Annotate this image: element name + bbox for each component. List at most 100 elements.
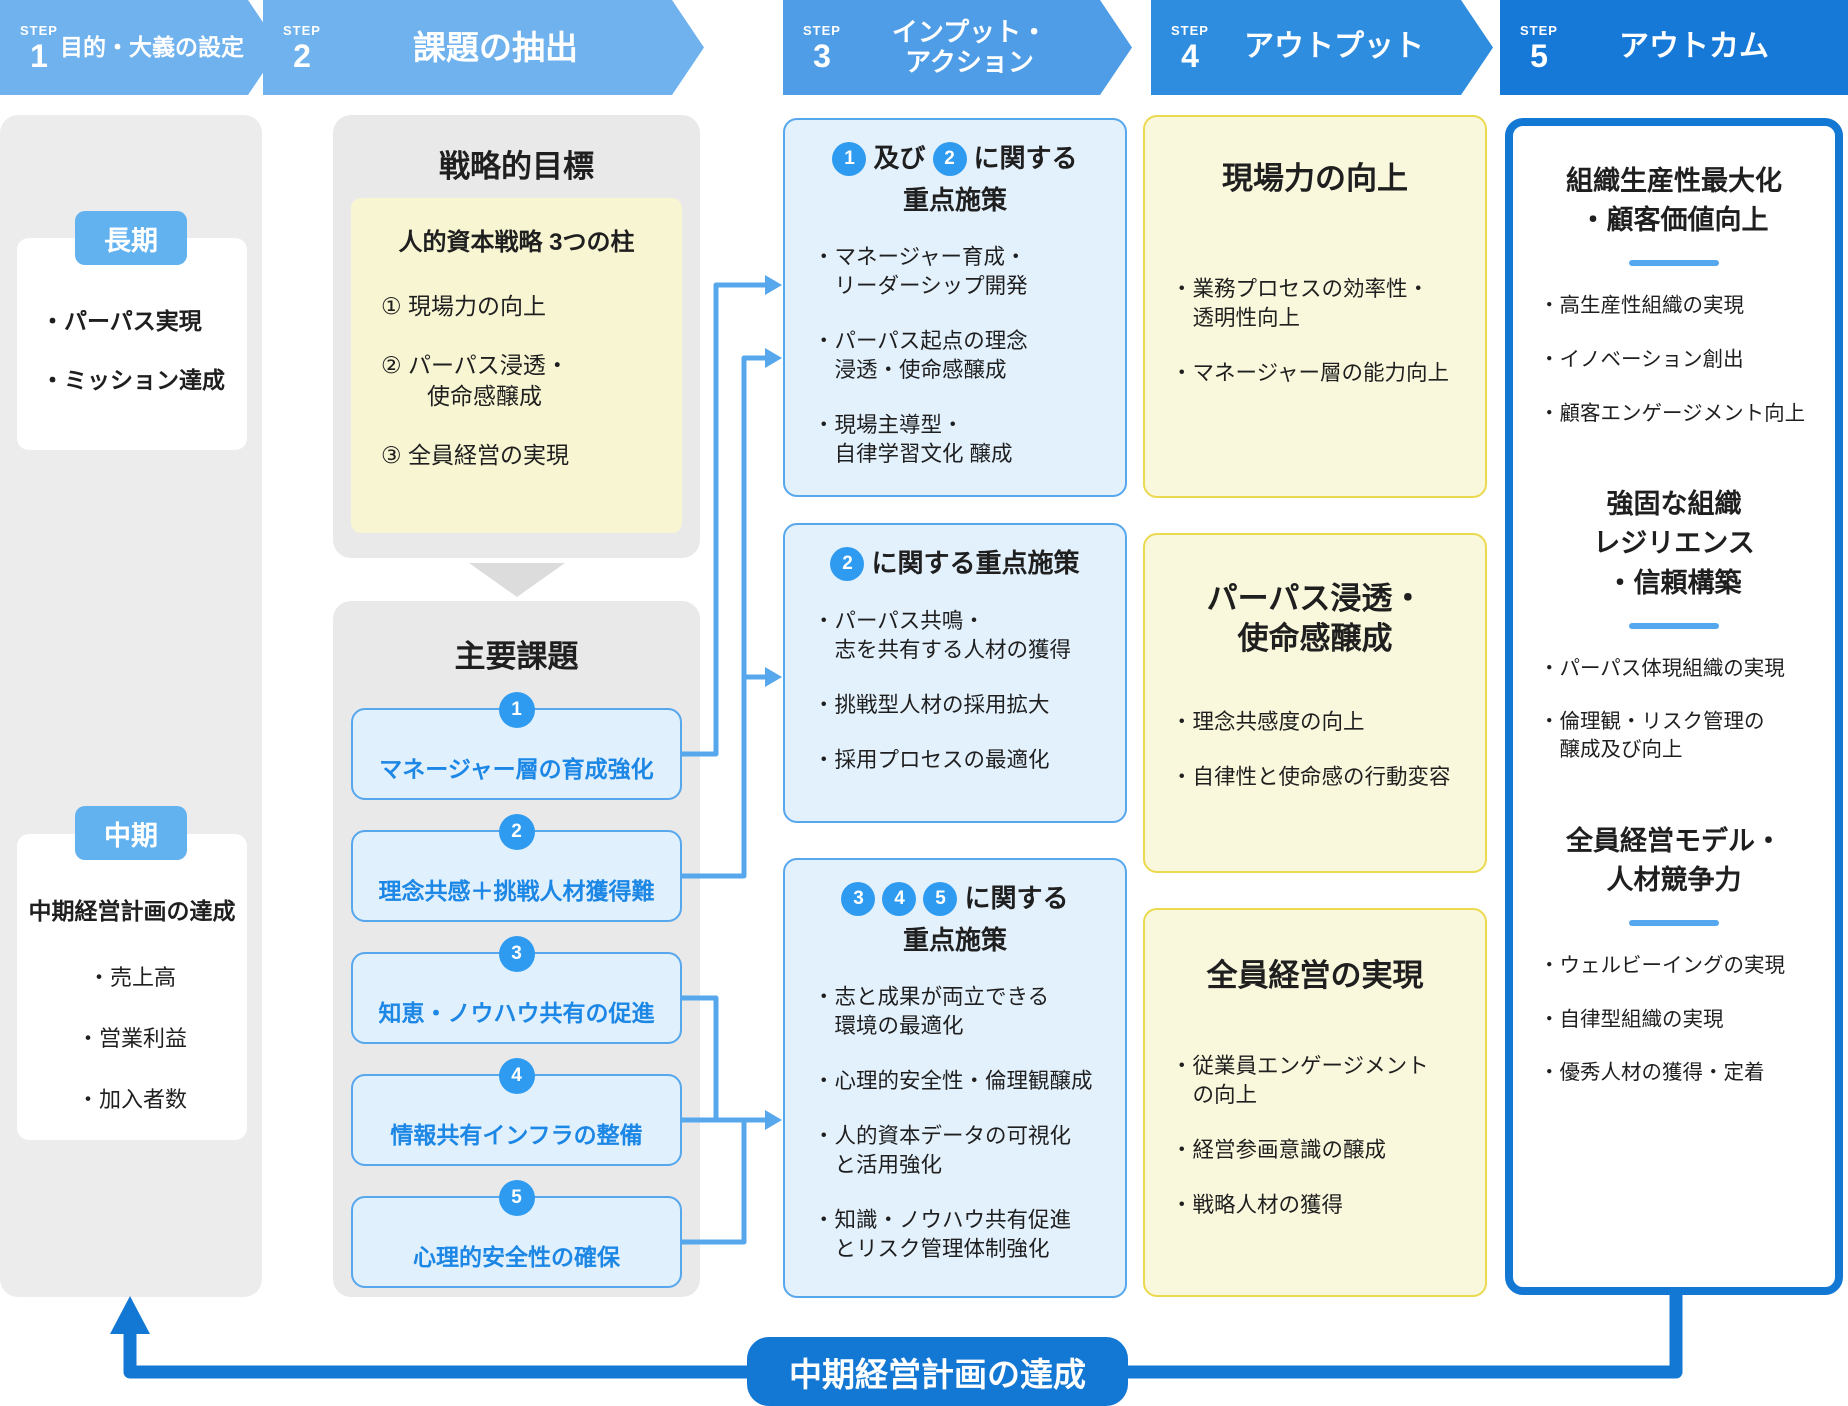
action-bullet: ・人的資本データの可視化 と活用強化 [813,1124,1072,1178]
action-box-3-4-5: 3 4 5 に関する 重点施策 ・志と成果が両立できる 環境の最適化 ・心理的安… [783,858,1127,1298]
action-bullet: ・パーパス起点の理念 浸透・使命感醸成 [813,329,1028,383]
step1-title: 目的・大義の設定 [59,34,244,61]
step1-number-block: STEP 1 [20,24,58,72]
mid-term-bullet: ・売上高 [87,965,176,990]
step5-arrow: STEP 5 アウトカム [1500,0,1848,95]
arrowhead-icon [765,275,782,295]
issue-5-box: 5 心理的安全性の確保 [351,1180,682,1288]
output-box-1-bullets: ・業務プロセスの効率性・ 透明性向上 ・マネージャー層の能力向上 [1165,275,1465,388]
issue-2-box: 2 理念共感＋挑戦人材獲得難 [351,814,682,922]
pillar-item: ① 現場力の向上 [381,293,547,319]
output-box-1: 現場力の向上 ・業務プロセスの効率性・ 透明性向上 ・マネージャー層の能力向上 [1143,115,1487,498]
issue-3-number-badge: 3 [498,936,535,972]
step-number: 4 [1181,37,1199,74]
arrowhead-icon [765,667,782,687]
underline-bar [1629,622,1719,629]
pillars-card: 人的資本戦略 3つの柱 ① 現場力の向上 ② パーパス浸透・ 使命感醸成 ③ 全… [351,198,682,533]
outcome-bullet: ・パーパス体現組織の実現 [1539,656,1785,680]
step-label: STEP [283,22,321,38]
pillar-item: ③ 全員経営の実現 [381,442,570,469]
action-box-2-title: 2 に関する重点施策 [803,547,1107,581]
action-box-1-2: 1 及び 2 に関する 重点施策 ・マネージャー育成・ リーダーシップ開発 ・パ… [783,118,1127,497]
action-bullet: ・パーパス共鳴・ 志を共有する人材の獲得 [813,609,1072,663]
title-text: に関する [973,143,1078,174]
step-number: 3 [813,37,831,74]
action-box-1-2-title: 1 及び 2 に関する [803,142,1107,176]
action-bullet: ・挑戦型人材の採用拡大 [813,693,1050,718]
outcome-bullet: ・優秀人材の獲得・定着 [1539,1061,1765,1085]
issue-3-box: 3 知恵・ノウハウ共有の促進 [351,936,682,1044]
step-number: 5 [1530,37,1548,74]
output-bullet: ・自律性と使命感の行動変容 [1171,764,1451,789]
step-number: 1 [30,37,48,74]
pillar-item: ② パーパス浸透・ 使命感醸成 [381,352,569,410]
strategic-goal-header: 戦略的目標 [439,149,594,184]
long-term-bullet: ・パーパス実現 [41,308,202,334]
mid-term-bullet: ・加入者数 [76,1087,187,1112]
outcome-section-title: 組織生産性最大化 ・顧客価値向上 [1566,166,1782,236]
step4-arrow: STEP 4 アウトプット [1151,0,1493,95]
step3-number-block: STEP 3 [803,24,841,72]
output-box-2-title: パーパス浸透・ 使命感醸成 [1206,581,1424,657]
outcome-section-competitiveness: 全員経営モデル・ 人材競争力 ・ウェルビーイングの実現 ・自律型組織の実現 ・優… [1535,822,1813,1087]
step3-arrow: STEP 3 インプット・ アクション [783,0,1132,95]
step2-title: 課題の抽出 [412,28,578,66]
action-bullet: ・現場主導型・ 自律学習文化 醸成 [813,413,1013,467]
action-box-3-4-5-title: 3 4 5 に関する [803,882,1107,916]
step3-title: インプット・ アクション [891,16,1048,77]
step2-number-block: STEP 2 [283,24,321,72]
mid-term-bullet: ・営業利益 [76,1026,187,1051]
issue-1-label: マネージャー層の育成強化 [379,756,654,782]
output-bullet: ・マネージャー層の能力向上 [1171,361,1449,386]
step-number: 2 [293,37,311,74]
underline-bar [1629,260,1719,267]
arrowhead-icon [765,348,782,368]
long-term-badge: 長期 [75,211,187,265]
outcome-section-title: 強固な組織 レジリエンス ・信頼構築 [1593,489,1755,598]
step5-number-block: STEP 5 [1520,24,1558,72]
feedback-badge: 中期経営計画の達成 [747,1337,1128,1406]
issue-4-box: 4 情報共有インフラの整備 [351,1058,682,1166]
number-1-chip: 1 [832,142,867,176]
issue-2-label: 理念共感＋挑戦人材獲得難 [378,878,655,904]
outcome-bullet: ・高生産性組織の実現 [1539,294,1744,318]
action-box-3-4-5-title-line2: 重点施策 [902,925,1007,955]
mid-term-title: 中期経営計画の達成 [28,898,236,924]
issue-4-number-badge: 4 [498,1058,535,1094]
pillars-title: 人的資本戦略 3つの柱 [398,229,635,256]
step5-title: アウトカム [1618,30,1769,64]
number-3-chip: 3 [841,882,876,916]
number-2-chip: 2 [830,547,865,581]
output-box-3-title: 全員経営の実現 [1206,958,1424,993]
output-bullet: ・従業員エンゲージメント の向上 [1171,1054,1429,1108]
issue-5-label: 心理的安全性の確保 [413,1244,620,1270]
outcome-bullet: ・イノベーション創出 [1539,347,1744,371]
outcome-section-resilience: 強固な組織 レジリエンス ・信頼構築 ・パーパス体現組織の実現 ・倫理観・リスク… [1535,485,1813,763]
step4-number-block: STEP 4 [1171,24,1209,72]
step2-arrow: STEP 2 課題の抽出 [263,0,704,95]
mid-term-card: 中期経営計画の達成 ・売上高 ・営業利益 ・加入者数 [17,834,247,1140]
outcome-bullet: ・ウェルビーイングの実現 [1539,954,1785,978]
output-bullet: ・理念共感度の向上 [1171,709,1365,734]
number-4-chip: 4 [882,882,917,916]
outcome-bullet: ・倫理観・リスク管理の 醸成及び向上 [1539,710,1765,762]
action-box-1-2-title-line2: 重点施策 [902,185,1007,215]
title-text: に関する重点施策 [871,548,1080,579]
issue-3-label: 知恵・ノウハウ共有の促進 [378,1000,655,1026]
title-text: に関する [964,883,1069,914]
issue-1-number-badge: 1 [498,692,535,728]
output-box-2: パーパス浸透・ 使命感醸成 ・理念共感度の向上 ・自律性と使命感の行動変容 [1143,533,1487,873]
output-bullet: ・経営参画意識の醸成 [1171,1138,1387,1163]
action-bullet: ・志と成果が両立できる 環境の最適化 [813,985,1050,1039]
outcome-bullet: ・顧客エンゲージメント向上 [1539,401,1806,425]
step-label: STEP [1520,22,1558,38]
mid-term-badge: 中期 [75,806,187,860]
output-box-1-title: 現場力の向上 [1222,161,1408,196]
underline-bar [1629,920,1719,927]
action-bullet: ・心理的安全性・倫理観醸成 [813,1069,1093,1094]
up-arrowhead-icon [110,1296,150,1334]
long-term-bullet: ・ミッション達成 [41,367,225,393]
issue-4-label: 情報共有インフラの整備 [390,1122,643,1148]
arrowhead-icon [765,1110,782,1130]
step4-title: アウトプット [1243,30,1424,64]
